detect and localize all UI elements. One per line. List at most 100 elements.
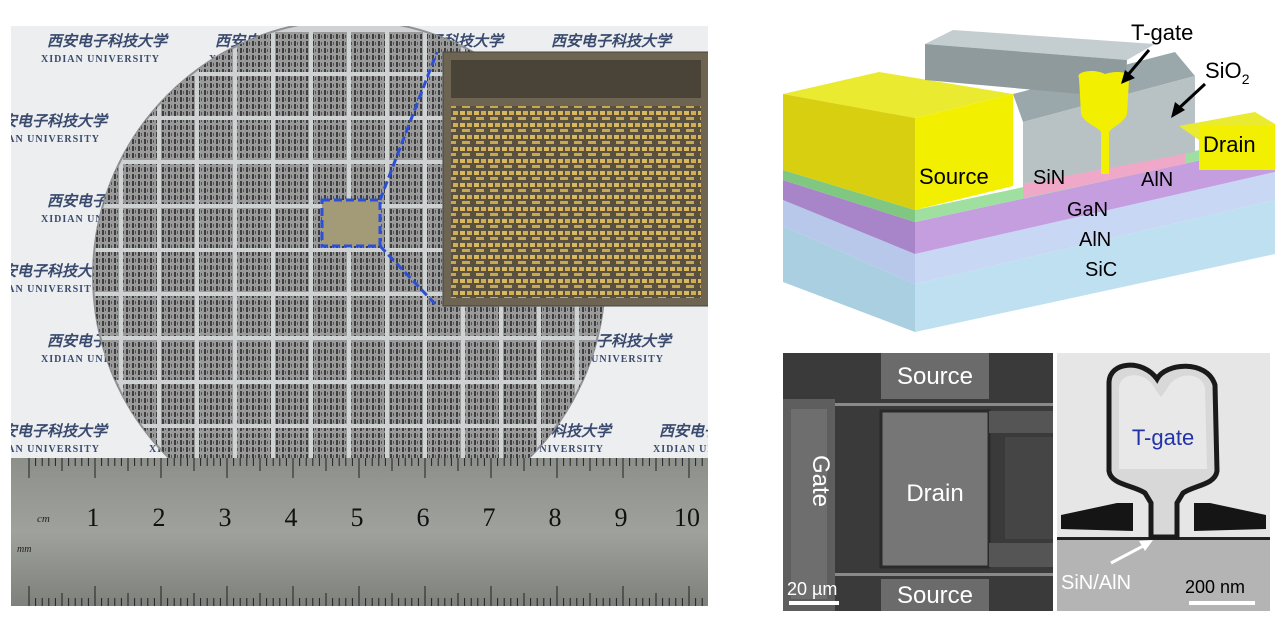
- die: [161, 340, 195, 380]
- die: [351, 340, 385, 380]
- aln-buffer-front: [783, 200, 915, 284]
- die: [199, 164, 233, 204]
- watermark-text: XIDIAN UNIVERSITY: [41, 354, 160, 365]
- ruler-unit-cm: cm: [37, 513, 50, 525]
- die: [275, 76, 309, 116]
- sem-gate-finger-top: [835, 403, 1053, 406]
- die: [389, 32, 423, 72]
- die: [237, 164, 271, 204]
- t-gate-top: [925, 30, 1155, 60]
- die: [313, 76, 347, 116]
- die: [275, 32, 309, 72]
- die: [541, 340, 575, 380]
- die: [313, 340, 347, 380]
- die: [237, 208, 271, 248]
- watermark-text: XIDIAN UNIVERSITY: [11, 134, 100, 145]
- label-sio2: SiO2: [1205, 58, 1250, 87]
- label-gan: GaN: [1067, 199, 1108, 221]
- watermark-text: 西安电子科技大学: [11, 112, 109, 130]
- sem-label-drain: Drain: [906, 480, 963, 507]
- die: [123, 252, 157, 292]
- ruler-number: 5: [351, 503, 364, 532]
- die: [123, 164, 157, 204]
- watermark-text: 西安电子科技大学: [47, 32, 169, 50]
- die: [199, 296, 233, 336]
- ruler-number: 8: [549, 503, 562, 532]
- die: [389, 164, 423, 204]
- die: [275, 340, 309, 380]
- die: [199, 208, 233, 248]
- source-metal-front: [783, 94, 915, 210]
- die: [237, 296, 271, 336]
- sem-source-top-pad: [881, 353, 989, 399]
- die: [237, 252, 271, 292]
- tem-dielectric-left: [1061, 503, 1133, 531]
- label-drain: Drain: [1203, 132, 1256, 157]
- die: [161, 120, 195, 160]
- sem-scale-label: 20 µm: [787, 579, 837, 599]
- ruler-number: 6: [417, 503, 430, 532]
- arrow-t-gate: [1125, 49, 1151, 77]
- label-sio2-sub: 2: [1242, 71, 1250, 87]
- die: [503, 384, 537, 424]
- zoom-inset: [442, 51, 708, 307]
- die: [161, 296, 195, 336]
- gan-layer-front: [783, 180, 915, 254]
- die: [237, 340, 271, 380]
- tem-substrate: [1057, 539, 1270, 611]
- tem-label-interface: SiN/AlN: [1061, 572, 1131, 594]
- sic-layer-side: [915, 200, 1275, 332]
- die: [313, 384, 347, 424]
- label-source: Source: [919, 164, 989, 189]
- die: [389, 296, 423, 336]
- die: [199, 384, 233, 424]
- die: [313, 120, 347, 160]
- gan-layer-side: [915, 144, 1275, 254]
- source-metal-top: [783, 72, 1013, 118]
- sem-label-source-top: Source: [897, 363, 973, 390]
- zoom-line-top: [378, 51, 439, 201]
- sem-label-gate: Gate: [807, 455, 834, 507]
- aln-barrier-front: [783, 170, 915, 222]
- sem-label-source-bottom: Source: [897, 582, 973, 609]
- ruler-number: 1: [87, 503, 100, 532]
- label-aln-buffer: AlN: [1079, 229, 1111, 251]
- die: [313, 296, 347, 336]
- die: [93, 252, 119, 292]
- die: [237, 76, 271, 116]
- die: [313, 252, 347, 292]
- arrowhead-t-gate: [1121, 70, 1135, 84]
- tem-arrowhead: [1139, 540, 1153, 551]
- watermark-text: XIDIAN UNIVERSITY: [545, 354, 664, 365]
- label-sic: SiC: [1085, 259, 1117, 281]
- label-t-gate: T-gate: [1131, 20, 1193, 45]
- device-schematic: T-gate SiO2 Drain Source SiN AlN GaN AlN…: [775, 14, 1280, 332]
- sem-image: Source Drain Source Gate 20 µm: [783, 353, 1053, 611]
- source-metal-side: [915, 94, 1013, 210]
- drain-metal-face: [1199, 126, 1275, 170]
- die: [275, 120, 309, 160]
- ruler-number: 7: [483, 503, 496, 532]
- watermark-text: XIDIAN UNIVERSITY: [11, 284, 100, 295]
- arrow-sio2: [1175, 82, 1207, 112]
- die: [427, 384, 461, 424]
- die: [199, 76, 233, 116]
- ruler-number: 9: [615, 503, 628, 532]
- die: [275, 208, 309, 248]
- die: [199, 252, 233, 292]
- ruler-number: 3: [219, 503, 232, 532]
- die: [161, 252, 195, 292]
- die: [237, 384, 271, 424]
- aln-buffer-side: [915, 172, 1275, 284]
- die: [389, 384, 423, 424]
- arrowhead-sio2: [1171, 102, 1185, 118]
- tem-scale-label: 200 nm: [1185, 577, 1245, 597]
- zoom-line-bottom: [378, 244, 439, 308]
- die: [465, 340, 499, 380]
- watermark-text: XIDIAN UNIVERSITY: [485, 444, 604, 455]
- tem-image: T-gate SiN/AlN 200 nm: [1057, 353, 1270, 611]
- die: [389, 76, 423, 116]
- die: [199, 340, 233, 380]
